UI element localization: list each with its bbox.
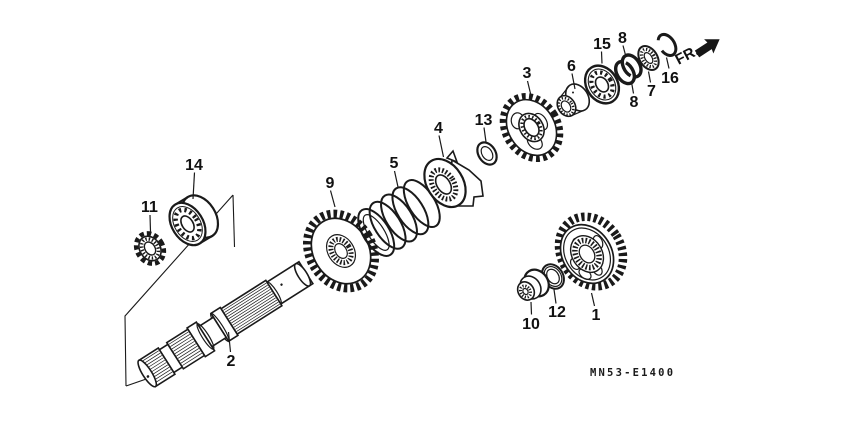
leader-lines [149, 45, 670, 353]
callout-10: 10 [522, 316, 540, 333]
flange-nut-part-10 [516, 268, 550, 301]
callout-16: 16 [661, 70, 679, 87]
seal-washer-part-7 [637, 45, 660, 71]
callout-6: 6 [567, 58, 576, 75]
callout-5: 5 [390, 155, 399, 172]
washer-part-13 [476, 141, 498, 166]
fr-direction-marker: FR. [672, 39, 720, 69]
spline-lines-a1 [140, 350, 173, 384]
driven-gear-part-1 [554, 212, 628, 291]
final-shaft-part-2 [137, 260, 314, 388]
callout-14: 14 [185, 157, 203, 174]
callout-9: 9 [326, 175, 335, 192]
callout-11: 11 [141, 199, 158, 216]
shifter-hub-part-4 [423, 149, 484, 209]
diagram-code: MN53-E1400 [590, 367, 675, 379]
ball-bearing-part-15 [583, 64, 621, 105]
fr-arrow-icon [694, 39, 720, 58]
callout-13: 13 [475, 112, 493, 129]
callout-1: 1 [592, 307, 601, 324]
gear-part-3 [499, 92, 564, 163]
callout-8-lower: 8 [630, 94, 639, 111]
callout-labels: 1 2 3 4 5 6 7 8 8 9 10 11 12 13 14 15 16 [141, 30, 679, 370]
callout-7: 7 [647, 83, 656, 100]
callout-2: 2 [227, 353, 236, 370]
callout-8-upper: 8 [618, 30, 627, 47]
callout-4: 4 [434, 120, 443, 137]
collar-part-6 [556, 83, 591, 118]
callout-3: 3 [523, 65, 532, 82]
snap-ring-part-16 [656, 33, 678, 57]
ball-bearing-part-14 [168, 194, 220, 247]
callout-15: 15 [593, 36, 611, 53]
spline-lines-b [223, 282, 280, 332]
lock-nut-part-11 [133, 231, 167, 266]
spline-lines-a2 [168, 331, 203, 366]
half-washer-pair-part-8 [614, 53, 643, 86]
spring-part-5 [357, 179, 441, 257]
callout-12: 12 [548, 304, 566, 321]
